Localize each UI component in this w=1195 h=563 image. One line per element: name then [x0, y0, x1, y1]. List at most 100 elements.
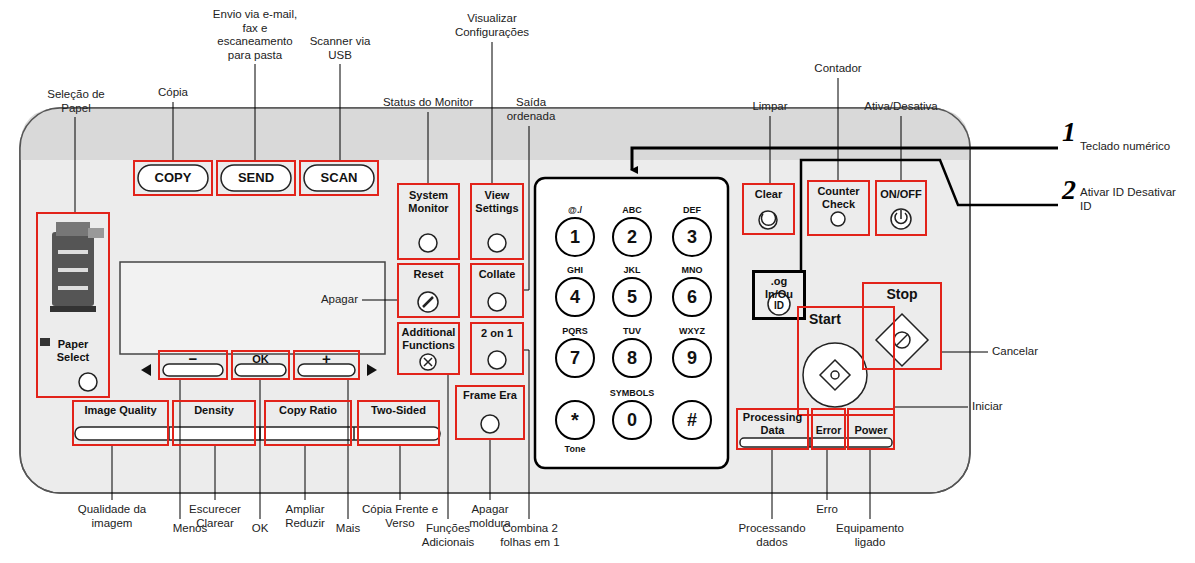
drawing-part [424, 358, 432, 366]
panel-body [20, 108, 970, 493]
drawing-part [353, 427, 355, 440]
drawing-part [488, 293, 506, 311]
drawing-part [79, 373, 97, 391]
keypad-key: 2ABC [612, 217, 652, 257]
button-label: Copy Ratio [266, 404, 350, 417]
keypad-key: 6MNO [672, 277, 712, 317]
drawing-part [40, 338, 50, 346]
drawing-part [740, 438, 892, 447]
drawing-part [894, 332, 910, 348]
drawing-part [141, 364, 151, 376]
button-group: SCAN [299, 160, 379, 196]
button-label: ON/OFF [877, 188, 925, 201]
button-label: Counter Check [809, 185, 868, 210]
drawing-part [827, 450, 828, 500]
key-digit: 3 [674, 228, 710, 246]
callout-label: Qualidade da imagem [70, 503, 154, 530]
key-letters: TUV [600, 327, 664, 336]
drawing-part [75, 117, 76, 212]
drawing-part [50, 306, 96, 312]
callout-label: Funções Adicionais [405, 522, 491, 549]
keypad-frame [535, 178, 728, 468]
drawing-part [488, 234, 506, 252]
key-letters: JKL [600, 266, 664, 275]
button-group: System Monitor [397, 183, 460, 260]
drawing-part [838, 78, 839, 180]
drawing-part [481, 415, 499, 433]
keypad-key: 0SYMBOLS [612, 400, 652, 440]
button-label: View Settings [472, 189, 522, 214]
callout-label: Processando dados [735, 522, 809, 549]
key-letters: WXYZ [660, 327, 724, 336]
drawing-part [895, 407, 968, 408]
button-label: Clear [744, 188, 793, 201]
key-digit: # [674, 411, 710, 429]
key-letters: Tone [543, 445, 607, 454]
button-label: Error [813, 424, 844, 436]
button-label: 2 on 1 [472, 327, 522, 340]
drawing-part [831, 371, 839, 379]
button-group: 2 on 1 [470, 322, 524, 375]
button-group: Counter Check [807, 180, 870, 236]
button-label: Paper Select [38, 338, 108, 363]
button-label: Reset [399, 268, 458, 281]
key-digit: 6 [674, 288, 710, 306]
button-label: SCAN [301, 171, 377, 186]
callout-label: Envio via e-mail, fax e escaneamento par… [205, 8, 305, 62]
button-label: Density [174, 404, 254, 417]
button-symbols [169, 210, 910, 447]
drawing-part [418, 292, 438, 312]
button-group: Power [847, 408, 895, 450]
callout-label: Iniciar [972, 400, 1042, 414]
drawing-part [20, 108, 970, 160]
drawing-part [340, 64, 341, 160]
drawing-part [772, 450, 773, 519]
lcd-display [120, 262, 385, 354]
button-label: Two-Sided [359, 404, 438, 417]
callout-label: Cancelar [992, 345, 1072, 359]
drawing-part [762, 214, 776, 225]
keypad-key: 1@./ [555, 217, 595, 257]
drawing-part [488, 351, 506, 369]
callout-label: Erro [812, 503, 842, 517]
callout-label: Equipamento ligado [830, 522, 910, 549]
key-digit: 7 [557, 349, 593, 367]
keypad-key: # [672, 400, 712, 440]
button-label: Collate [472, 268, 522, 281]
button-group: + [293, 350, 360, 380]
callout-label: Contador [805, 62, 871, 76]
key-letters: ABC [600, 206, 664, 215]
key-digit: 0 [614, 411, 650, 429]
key-digit: * [557, 410, 593, 430]
scroll-arrows [141, 364, 377, 376]
button-group: − [158, 350, 228, 380]
button-label: Start [799, 311, 893, 327]
button-symbol: ID [755, 300, 803, 312]
button-group: Image Quality [72, 400, 169, 446]
key-digit: 5 [614, 288, 650, 306]
drawing-part [173, 102, 174, 160]
callout-label: Visualizar Configurações [450, 12, 534, 39]
button-group: ON/OFF [875, 180, 927, 236]
drawing-part [75, 427, 440, 440]
leader-lines [75, 42, 988, 519]
callout-label: Status do Monitor [378, 96, 478, 110]
drawing-part [215, 446, 216, 500]
button-label: .og In/Ou [755, 275, 803, 300]
keypad-key: 4GHI [555, 277, 595, 317]
key-digit: 2 [614, 228, 650, 246]
drawing-part [801, 160, 1058, 270]
key-digit: 4 [557, 288, 593, 306]
drawing-part [56, 222, 90, 236]
key-letters: SYMBOLS [600, 389, 664, 398]
drawing-part [362, 300, 397, 301]
callout-label: Cópia [148, 86, 198, 100]
drawing-part [52, 232, 94, 306]
button-group: OK [231, 350, 290, 380]
keypad-key: 8TUV [612, 338, 652, 378]
drawing-part [803, 343, 867, 407]
callout-label: Mais [328, 522, 368, 536]
keypad-key: 7PQRS [555, 338, 595, 378]
key-digit: 9 [674, 349, 710, 367]
